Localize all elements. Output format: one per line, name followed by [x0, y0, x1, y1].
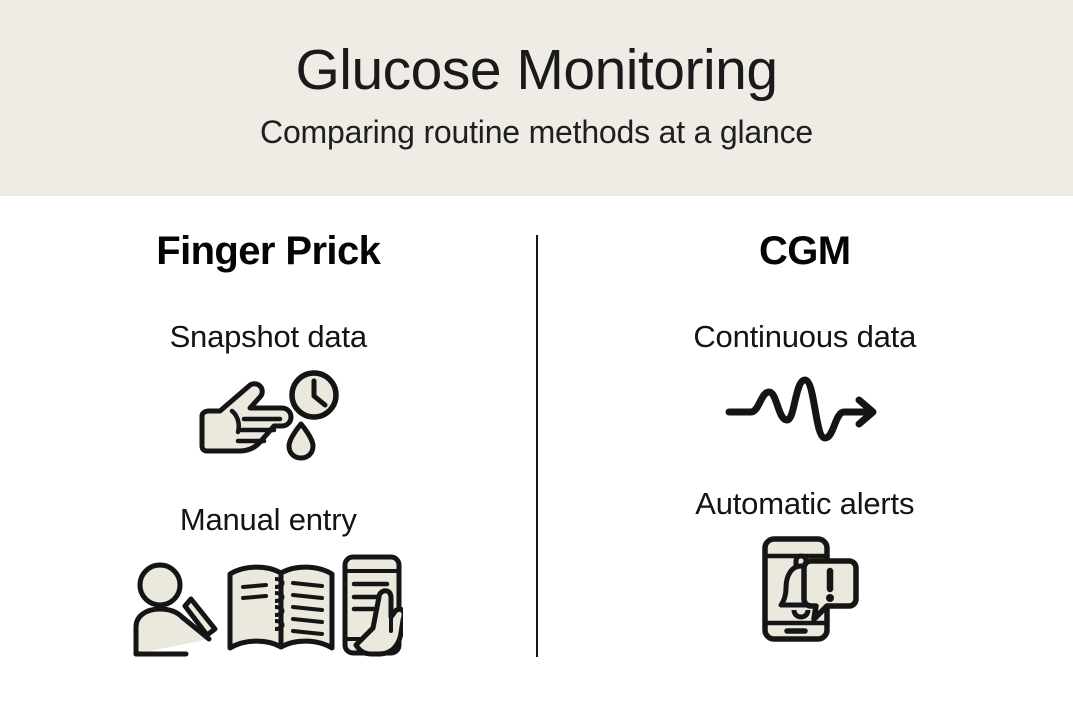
- open-logbook-icon: [227, 564, 335, 651]
- wave-line-icon: [725, 376, 876, 442]
- feature-manual-entry: Manual entry: [133, 502, 404, 659]
- feature-automatic-alerts: Automatic alerts: [695, 488, 914, 645]
- column-heading-finger-prick: Finger Prick: [156, 229, 381, 273]
- page-title: Glucose Monitoring: [295, 38, 778, 103]
- manual-logbook-entry-icon: [133, 551, 404, 659]
- column-divider: [536, 235, 538, 657]
- pointing-hand-icon: [199, 381, 294, 454]
- header-band: Glucose Monitoring Comparing routine met…: [0, 0, 1073, 196]
- exclamation-speech-bubble-icon: [801, 558, 859, 622]
- continuous-waveform-arrow-icon: [725, 374, 885, 446]
- hand-tapping-phone-icon: [342, 554, 404, 657]
- blood-drop-icon: [286, 421, 316, 461]
- feature-label-manual-entry: Manual entry: [179, 502, 357, 537]
- arrow-right-icon: [855, 396, 877, 428]
- column-cgm: CGM Continuous data Autom: [537, 196, 1073, 720]
- column-heading-cgm: CGM: [758, 229, 851, 273]
- feature-label-automatic-alerts: Automatic alerts: [695, 486, 915, 521]
- phone-alert-notification-icon: [749, 533, 861, 645]
- finger-prick-clock-icon: [188, 370, 348, 462]
- column-finger-prick: Finger Prick Snapshot data: [0, 196, 537, 720]
- comparison-body: Finger Prick Snapshot data: [0, 196, 1073, 720]
- feature-label-continuous-data: Continuous data: [693, 319, 917, 354]
- feature-continuous-data: Continuous data: [693, 321, 916, 446]
- feature-label-snapshot-data: Snapshot data: [169, 319, 368, 354]
- person-writing-icon: [133, 562, 218, 657]
- page-subtitle: Comparing routine methods at a glance: [260, 114, 813, 151]
- clock-icon: [289, 370, 339, 420]
- feature-snapshot-data: Snapshot data: [170, 321, 367, 462]
